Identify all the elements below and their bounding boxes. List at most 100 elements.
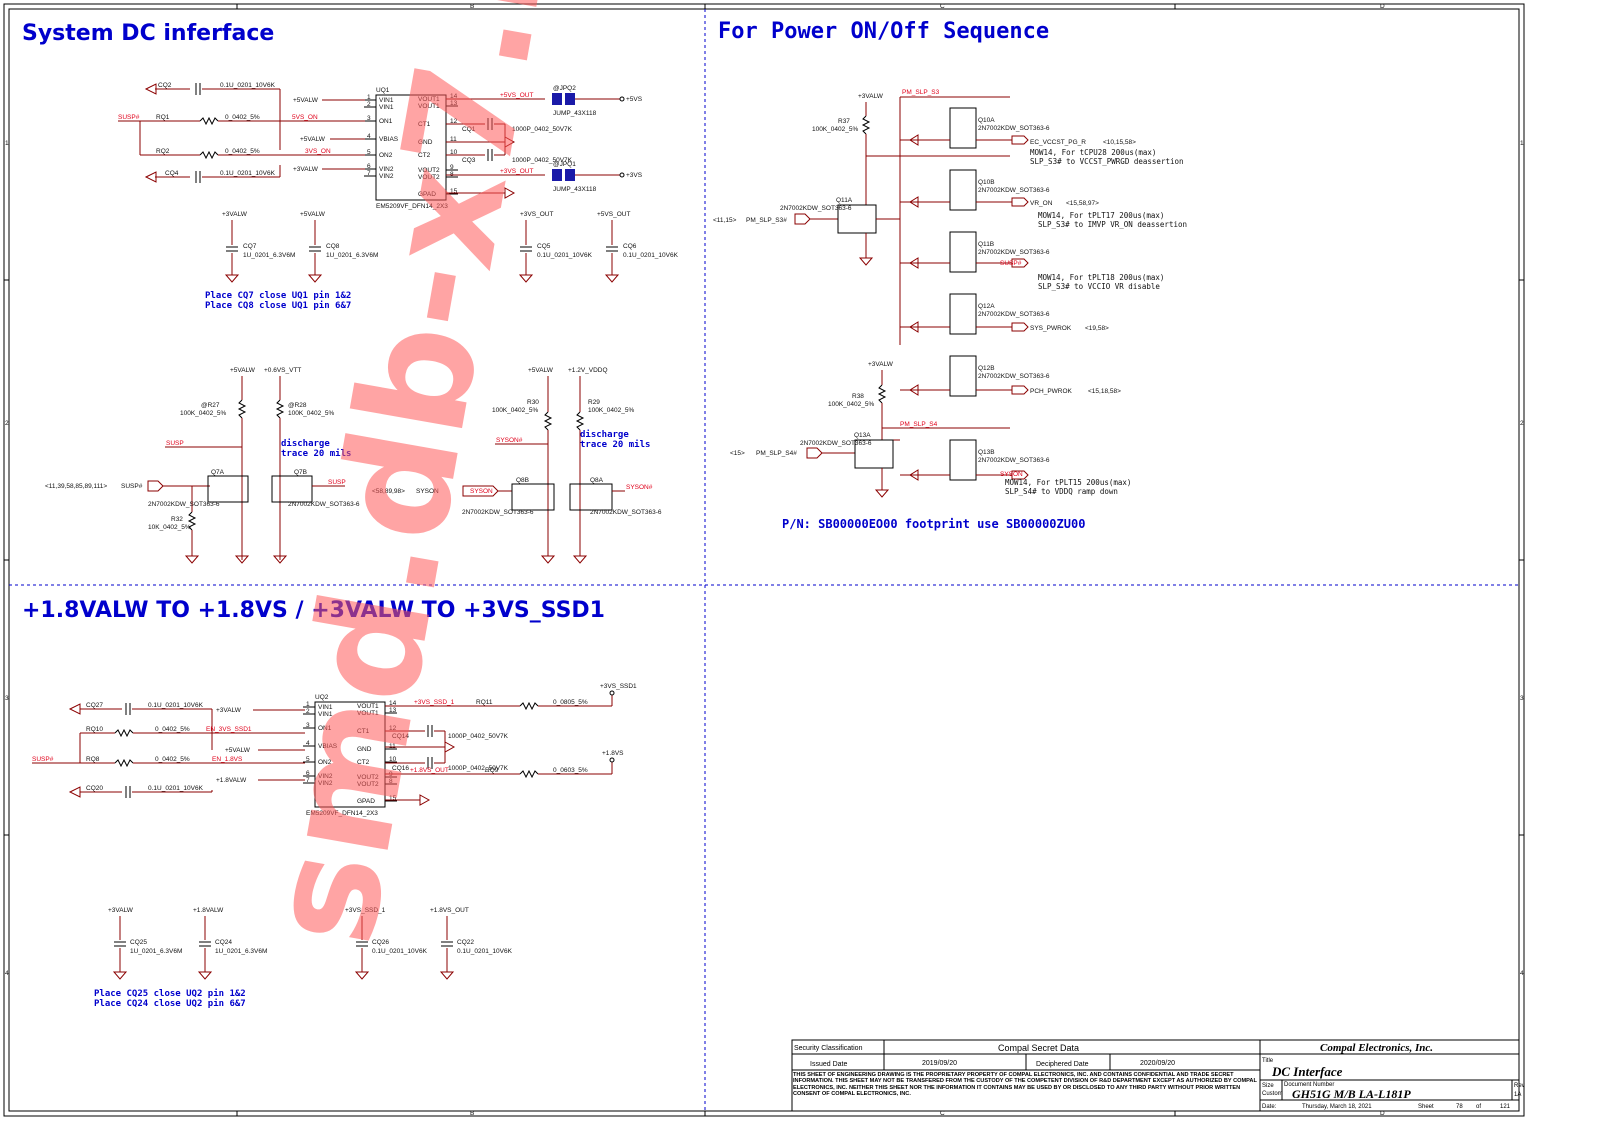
mosfet-body	[949, 355, 977, 397]
tb-size: Custom	[1262, 1091, 1283, 1097]
q8b-body	[511, 483, 555, 511]
cq6-value: 0.1U_0201_10V6K	[623, 252, 679, 259]
cq20-ref: CQ20	[86, 785, 103, 792]
q7b-body	[271, 475, 313, 503]
seq-susp: SUSP#	[1000, 260, 1022, 267]
uq1-pin-name: GPAD	[418, 191, 436, 198]
uq2-part: EM5209VF_DFN14_2X3	[306, 810, 378, 817]
seq-3valw-b: +3VALW	[868, 361, 894, 368]
vr-on-ref: <15,58,97>	[1066, 200, 1099, 207]
uq1-pin-num: 12	[450, 118, 458, 125]
border-row-3: 3	[5, 695, 9, 702]
dis-ref-2: <58,89,98>	[372, 488, 405, 495]
ec-vccst-ref: <10,15,58>	[1103, 139, 1136, 146]
cq24-rail: +1.8VALW	[193, 907, 224, 914]
tb-issued-value: 2019/09/20	[922, 1060, 957, 1067]
border-col-d-bottom: D	[1380, 1110, 1385, 1117]
tb-sheet-key: Sheet	[1418, 1104, 1434, 1110]
uq1-pin-num: 9	[450, 164, 454, 171]
net-5vs-out: +5VS_OUT	[500, 92, 533, 99]
sheet-border: B C D B C D 1 2 3 4 1 2 3 4	[3, 3, 1525, 1117]
rq8-ref: RQ8	[86, 756, 100, 763]
seq-3valw-a: +3VALW	[858, 93, 884, 100]
cq7-rail: +3VALW	[222, 211, 248, 218]
dis-susp-n: SUSP#	[121, 483, 143, 490]
r30-ref: R30	[527, 399, 539, 406]
tb-legal-text: THIS SHEET OF ENGINEERING DRAWING IS THE…	[793, 1072, 1257, 1098]
uq1-pin-name: CT1	[418, 121, 431, 128]
dis-5valw-b: +5VALW	[528, 367, 554, 374]
border-row-4-right: 4	[1520, 970, 1524, 977]
rq1-value: 0_0402_5%	[225, 114, 260, 121]
note-cq24: Place CQ24 close UQ2 pin 6&7	[94, 998, 246, 1009]
rq10-ref: RQ10	[86, 726, 103, 733]
ec-vccst: EC_VCCST_PG_R	[1030, 139, 1086, 146]
uq2-pin-num: 7	[306, 777, 310, 784]
q8a-body	[569, 483, 613, 511]
uq1-5valw: +5VALW	[293, 97, 319, 104]
dis-susp: SUSP	[166, 440, 184, 447]
uq2-pin-name: VOUT2	[357, 774, 379, 781]
mosfet-ref: Q12B	[978, 365, 995, 372]
uq1-pin-name: VOUT1	[418, 96, 440, 103]
sequence-block: +3VALW R37 100K_0402_5% PM_SLP_S3 <11,15…	[713, 89, 1187, 531]
border-row-4: 4	[5, 970, 9, 977]
sys-pwrok: SYS_PWROK	[1030, 325, 1072, 332]
uq2-pin-num: 15	[389, 795, 397, 802]
rq2-ref: RQ2	[156, 148, 170, 155]
mosfet-part: 2N7002KDW_SOT363-6	[978, 457, 1050, 464]
cq20-value: 0.1U_0201_10V6K	[148, 785, 204, 792]
r27-value: 100K_0402_5%	[180, 410, 226, 417]
dis-syson: SYSON	[416, 488, 439, 495]
tb-size-key: Size	[1262, 1083, 1274, 1089]
r38-value: 100K_0402_5%	[828, 401, 874, 408]
tb-date-key: Date:	[1262, 1104, 1277, 1110]
cq4-ref: CQ4	[165, 170, 179, 177]
q13a-body	[854, 439, 894, 469]
uq2-pin-name: VIN2	[318, 780, 333, 787]
uq2-5valw: +5VALW	[225, 747, 251, 754]
q11a-ref: Q11A	[836, 197, 853, 204]
border-row-1: 1	[5, 140, 9, 147]
mow1a: MOW14, For tCPU28 200us(max)	[1030, 148, 1156, 157]
r28-value: 100K_0402_5%	[288, 410, 334, 417]
border-row-3-right: 3	[1520, 695, 1524, 702]
cq5-rail: +3VS_OUT	[520, 211, 553, 218]
uq2-pin-num: 13	[389, 707, 397, 714]
uq1-pin-name: VOUT2	[418, 174, 440, 181]
uq2-pin-num: 10	[389, 756, 397, 763]
uq2-body	[314, 701, 386, 808]
seq-ref-s4: <15>	[730, 450, 745, 457]
uq2-18valw: +1.8VALW	[216, 777, 247, 784]
cq7-ref: CQ7	[243, 243, 257, 250]
rq10-value: 0_0402_5%	[155, 726, 190, 733]
uq1-pin-num: 5	[367, 149, 371, 156]
uq1-pin-num: 2	[367, 101, 371, 108]
tb-security-key: Security Classification	[794, 1045, 863, 1052]
q8a-part: 2N7002KDW_SOT363-6	[590, 509, 662, 516]
sequence-fets: Q10A2N7002KDW_SOT363-6Q10B2N7002KDW_SOT3…	[900, 107, 1050, 481]
uq1-pin-num: 15	[450, 188, 458, 195]
mow1b: SLP_S3# to VCCST_PWRGD deassertion	[1030, 157, 1184, 166]
dis-syson-in: SYSON	[470, 488, 493, 495]
dis-syson-n-out: SYSON#	[626, 484, 653, 491]
mosfet-part: 2N7002KDW_SOT363-6	[978, 249, 1050, 256]
seq-ref-s3: <11,15>	[713, 217, 737, 224]
uq2-pin-name: GND	[357, 746, 372, 753]
border-col-d: D	[1380, 3, 1385, 10]
dis-text-b1: discharge	[580, 429, 629, 440]
seq-pm-s3: PM_SLP_S3	[902, 89, 940, 96]
uq2-pin-name: VBIAS	[318, 743, 338, 750]
cq24-value: 1U_0201_6.3V6M	[215, 948, 267, 955]
pch-pwrok: PCH_PWROK	[1030, 388, 1073, 395]
tb-issued-key: Issued Date	[810, 1061, 847, 1068]
uq1-pin-num: 1	[367, 94, 371, 101]
uq2-pin-name: ON2	[318, 759, 332, 766]
r27-ref: @R27	[201, 402, 220, 409]
net-3vs-ssd1: +3VS_SSD1	[600, 683, 637, 690]
tb-title-key: Title	[1262, 1058, 1274, 1064]
uq1-pin-num: 6	[367, 163, 371, 170]
